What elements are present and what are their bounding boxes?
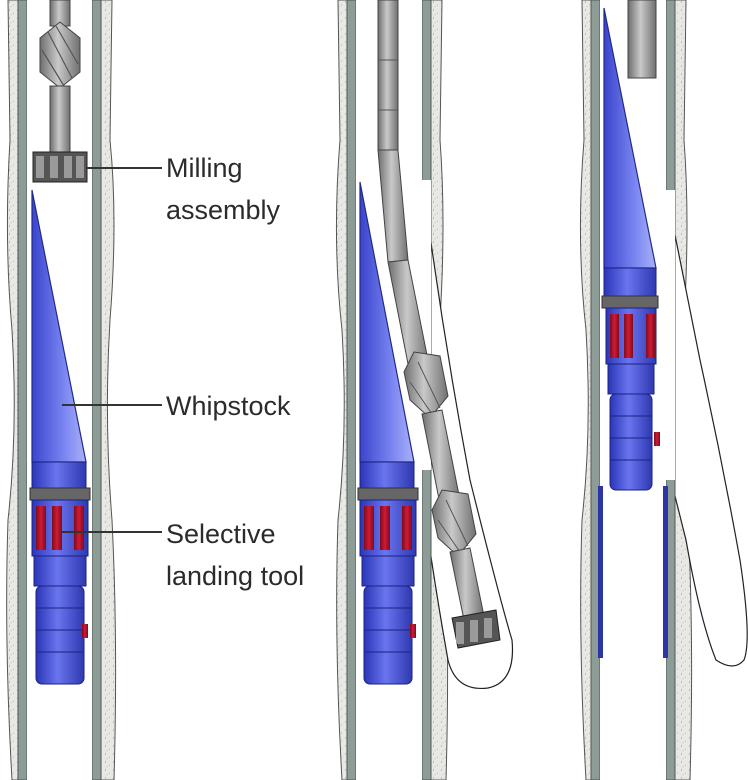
landing-tool-icon [358,488,418,684]
casing-left-wall [591,0,600,780]
whipstock-label: Whipstock [166,391,291,421]
landing-tool-icon [602,296,660,490]
liner-right [663,486,668,658]
landing-tool-label-line2: landing tool [166,561,304,591]
casing-window [666,190,675,480]
panel-2-milling-window [336,0,512,780]
liner-left [598,486,603,658]
milling-assembly-label-line1: Milling [166,153,243,183]
landing-tool-label-line1: Selective [166,519,276,549]
upper-tubular [628,0,656,78]
casing-left-wall [347,0,356,780]
panel-1-run-in [7,0,116,780]
casing-left-wall [18,0,27,780]
landing-tool-icon [30,488,90,684]
panel-3-lateral-drilled [580,0,747,780]
casing-right-wall [92,0,101,780]
milling-assembly-label-line2: assembly [166,195,281,225]
